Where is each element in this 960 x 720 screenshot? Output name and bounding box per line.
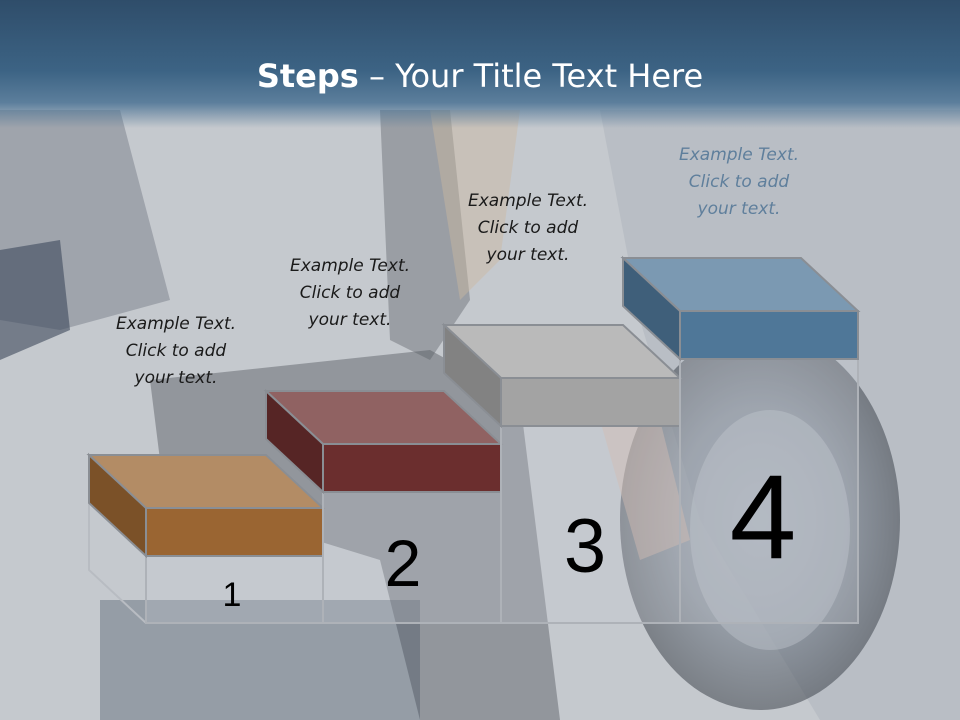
step-4-number: 4 (730, 450, 797, 584)
caption-line: Example Text. (678, 145, 800, 165)
caption-line: Click to add (299, 283, 401, 303)
step-1-number: 1 (223, 576, 242, 614)
step-1-front-face (145, 507, 324, 557)
step-3-front-face (500, 377, 681, 427)
step-4-front-face (679, 310, 859, 360)
caption-line: Click to add (688, 172, 790, 192)
title-bold: Steps (256, 57, 359, 95)
title-rest: – Your Title Text Here (358, 57, 704, 95)
step-3-column (500, 425, 681, 624)
step-3-caption[interactable]: Example Text. Click to add your text. (448, 188, 608, 269)
step-3-number: 3 (564, 504, 606, 589)
caption-line: Click to add (477, 218, 579, 238)
caption-line: your text. (486, 245, 570, 265)
step-2-front-face (322, 443, 502, 493)
caption-line: your text. (134, 368, 218, 388)
caption-line: Example Text. (289, 256, 411, 276)
caption-line: Example Text. (115, 314, 237, 334)
caption-line: your text. (697, 199, 781, 219)
step-2-column (322, 491, 502, 624)
slide-title[interactable]: Steps – Your Title Text Here (0, 56, 960, 96)
step-4-column (679, 358, 859, 624)
caption-line: Click to add (125, 341, 227, 361)
caption-line: Example Text. (467, 191, 589, 211)
step-4-caption[interactable]: Example Text. Click to add your text. (659, 142, 819, 223)
step-2-caption[interactable]: Example Text. Click to add your text. (270, 253, 430, 334)
caption-line: your text. (308, 310, 392, 330)
title-bar (0, 0, 960, 128)
step-2-number: 2 (385, 526, 422, 600)
step-1-caption[interactable]: Example Text. Click to add your text. (96, 311, 256, 392)
